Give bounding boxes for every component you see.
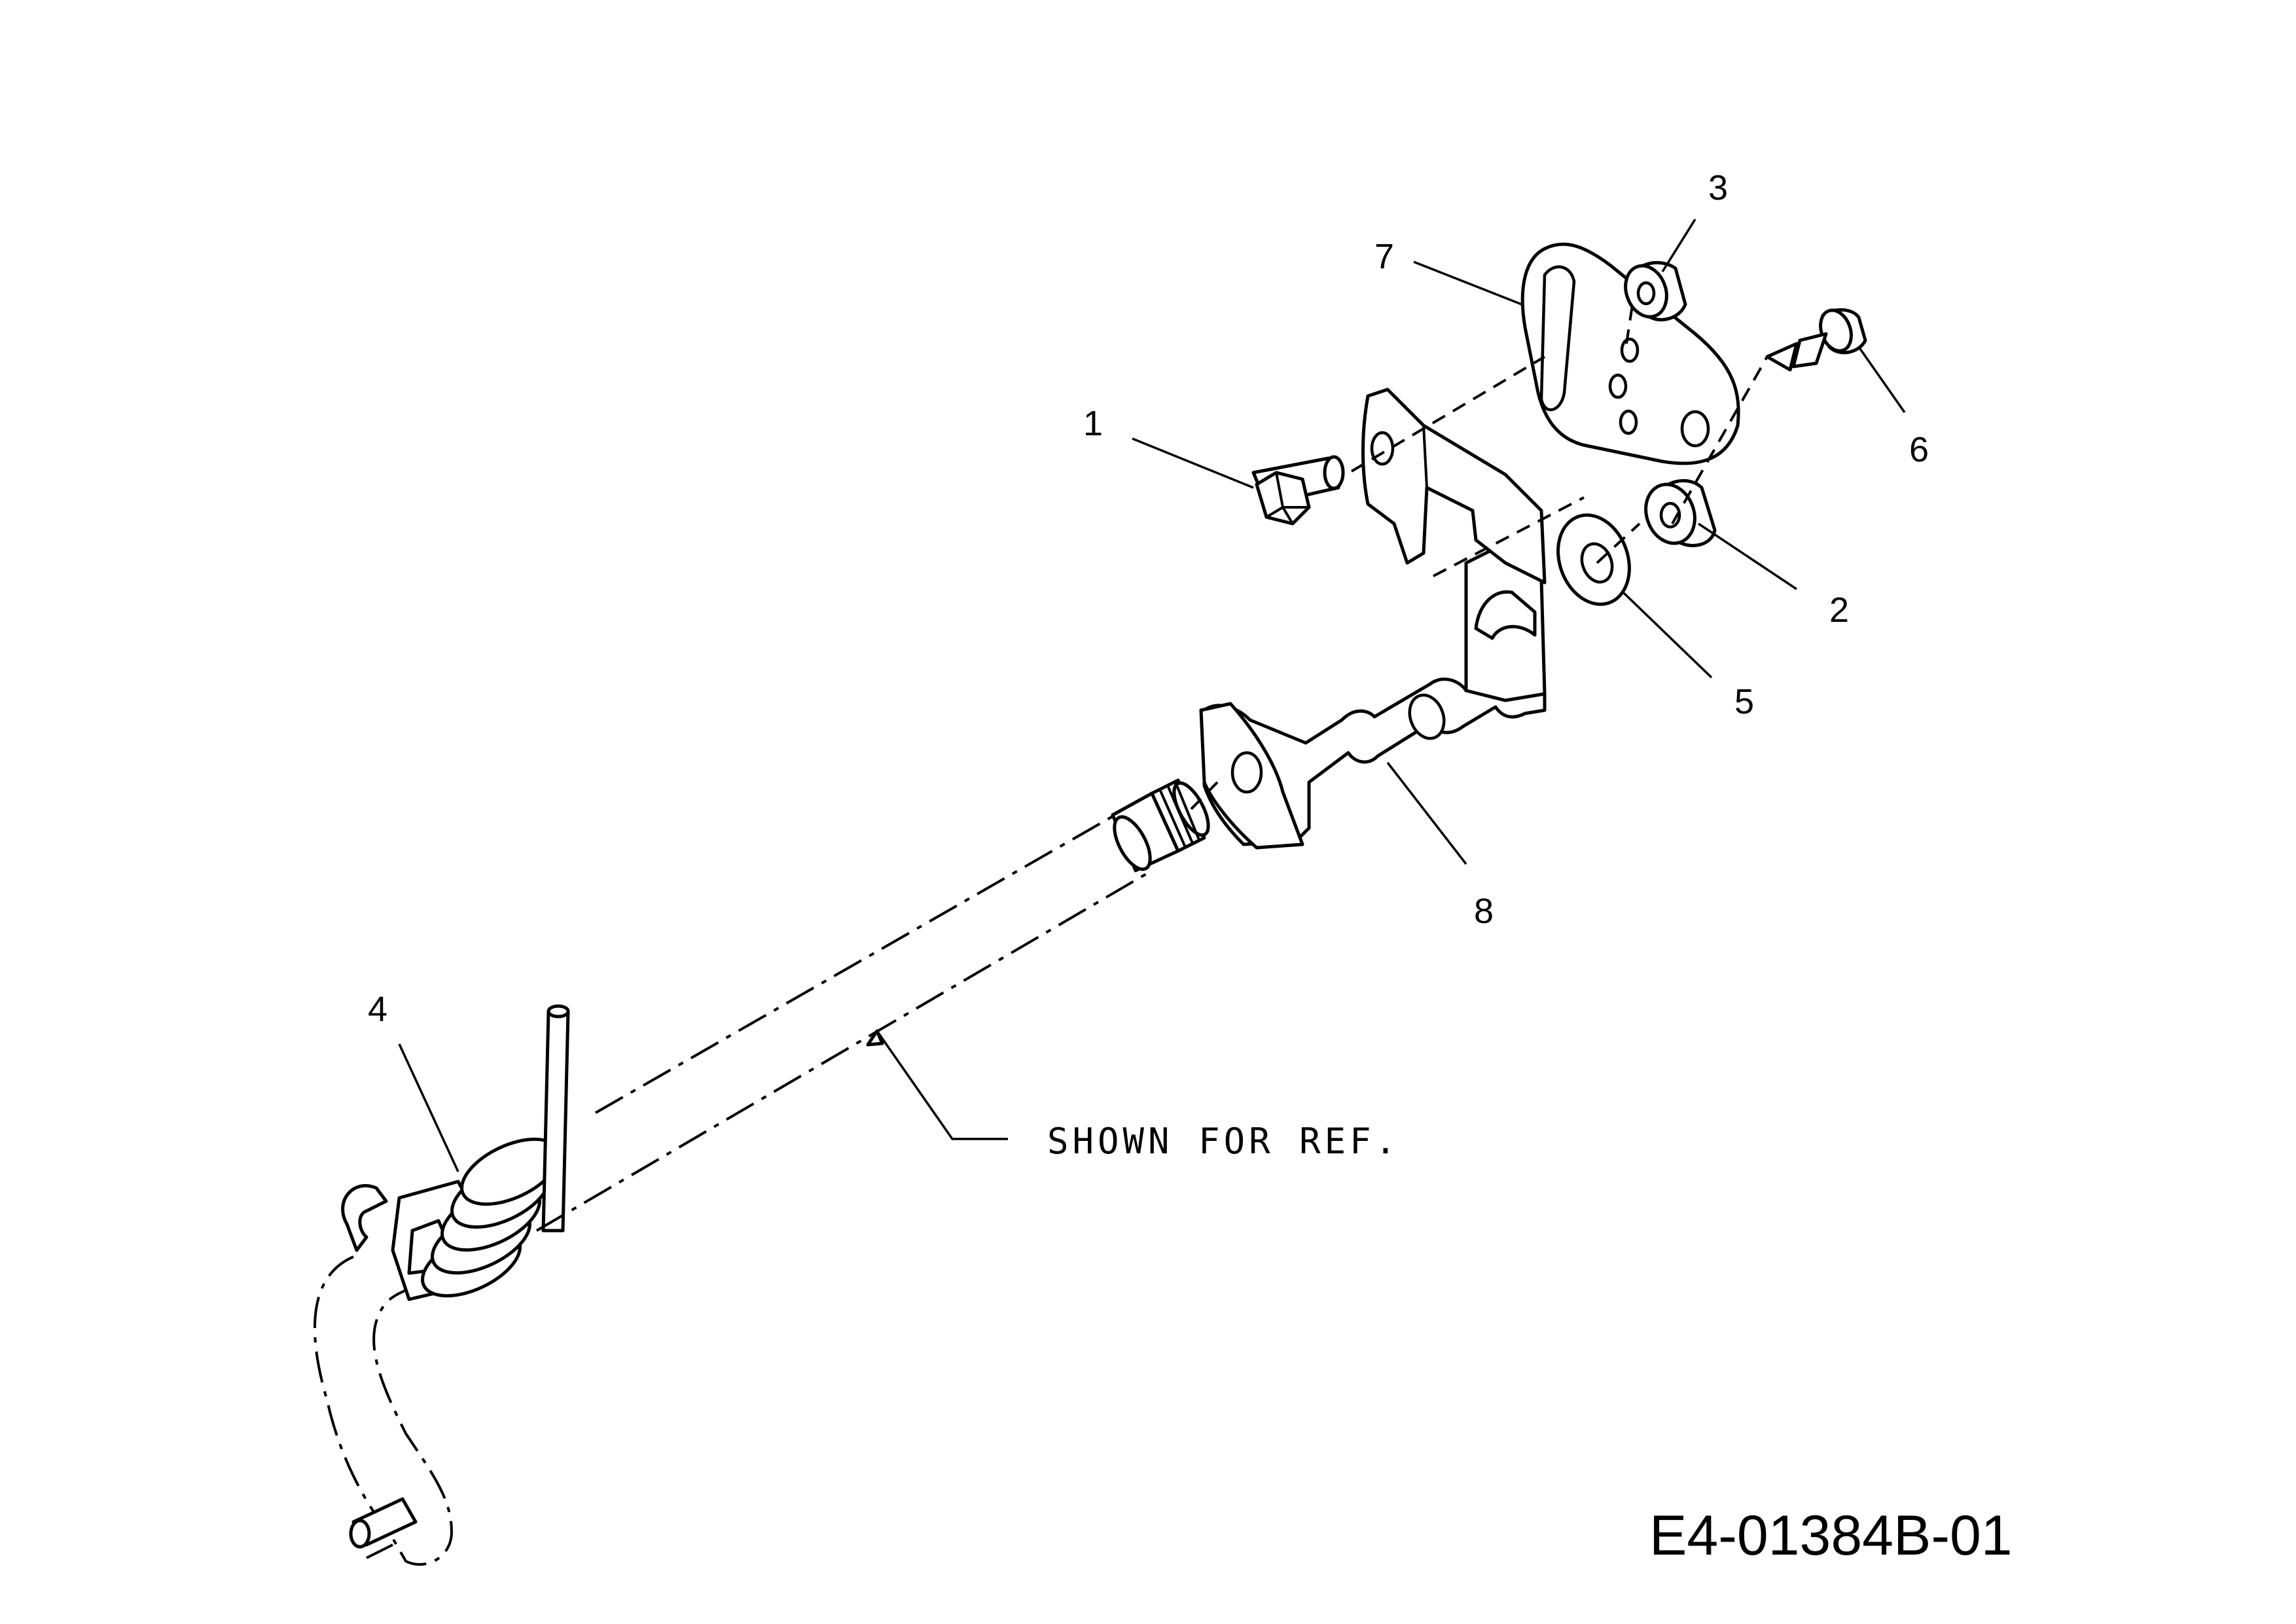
- pointed-bolt: [1765, 308, 1867, 372]
- callout-6: 6: [1909, 430, 1929, 469]
- callout-3: 3: [1708, 168, 1728, 208]
- callout-8: 8: [1474, 892, 1494, 931]
- reference-note: SHOWN FOR REF.: [1047, 1121, 1400, 1162]
- spring-tang: [541, 1009, 570, 1233]
- callout-7: 7: [1374, 237, 1394, 276]
- callout-2: 2: [1829, 590, 1849, 630]
- spring-hook: [341, 1183, 388, 1252]
- flat-washer: [1556, 513, 1631, 606]
- flange-nut-lower: [1644, 478, 1717, 547]
- adjustment-plate: [1520, 242, 1740, 465]
- adjustment-slot: [1539, 265, 1576, 412]
- mounting-bracket: [1199, 388, 1547, 850]
- flange-nut-upper: [1624, 261, 1687, 321]
- leader-lines: [398, 219, 1906, 1172]
- callout-1: 1: [1083, 404, 1103, 443]
- reference-shaft: [535, 804, 1153, 1232]
- ref-note-leader: [876, 1030, 1008, 1140]
- callouts: 1 2 3 4 5 6 7 8: [368, 168, 1929, 1029]
- torsion-spring: [421, 1137, 561, 1298]
- alignment-lines: [1190, 300, 1768, 810]
- splined-shaft-end: [1111, 778, 1210, 873]
- pedal-spring-assembly: [313, 1004, 570, 1566]
- bracket-hole: [1408, 693, 1446, 740]
- drawing-number: E4-01384B-01: [1649, 1504, 2013, 1567]
- callout-5: 5: [1734, 682, 1754, 721]
- callout-4: 4: [368, 990, 387, 1029]
- hex-bolt: [1251, 455, 1345, 526]
- pedal-arm: [313, 1255, 459, 1566]
